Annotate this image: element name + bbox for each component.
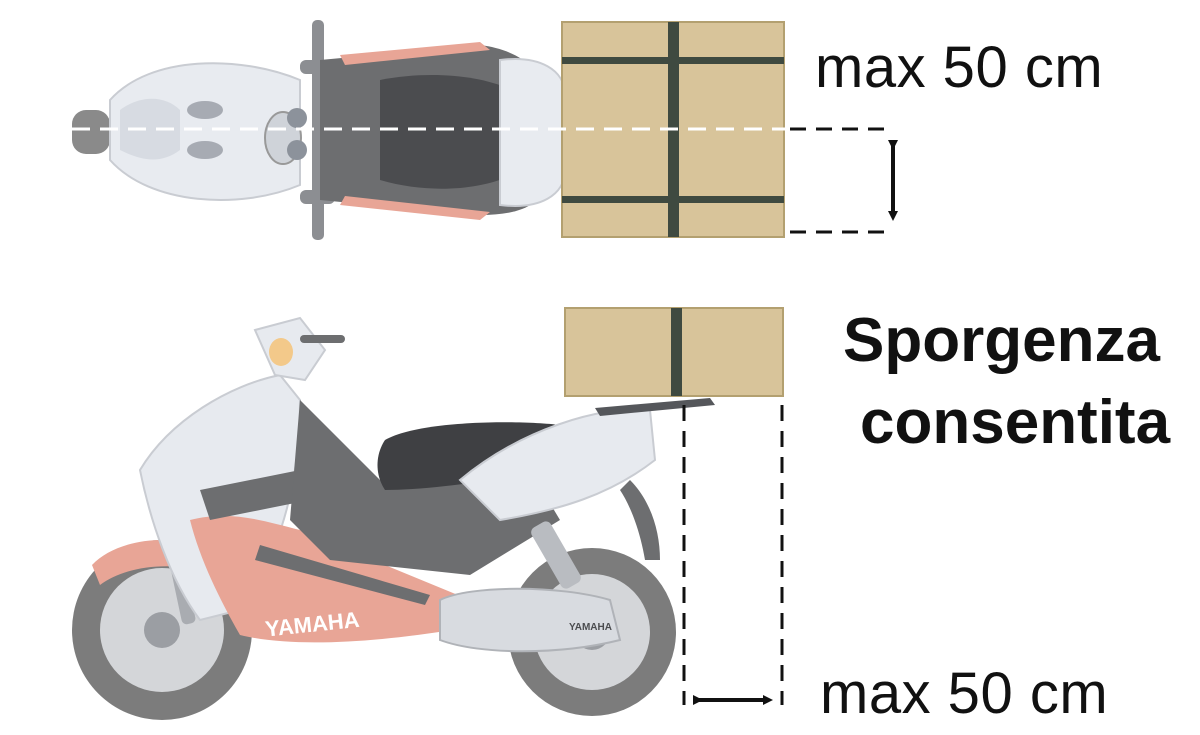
top-max-measure-label: max 50 cm	[815, 35, 1104, 100]
side-dimension-guides	[682, 405, 784, 705]
bottom-max-measure-label: max 50 cm	[820, 661, 1109, 726]
title-line-2: consentita	[860, 388, 1171, 457]
decal-yamaha-engine: YAMAHA	[569, 622, 612, 633]
scooter-top-view	[72, 20, 566, 240]
title-line-1: Sporgenza	[843, 306, 1160, 375]
cargo-box-side-view	[564, 307, 784, 397]
top-dimension-guides	[790, 127, 893, 234]
scooter-side-view	[72, 316, 715, 720]
